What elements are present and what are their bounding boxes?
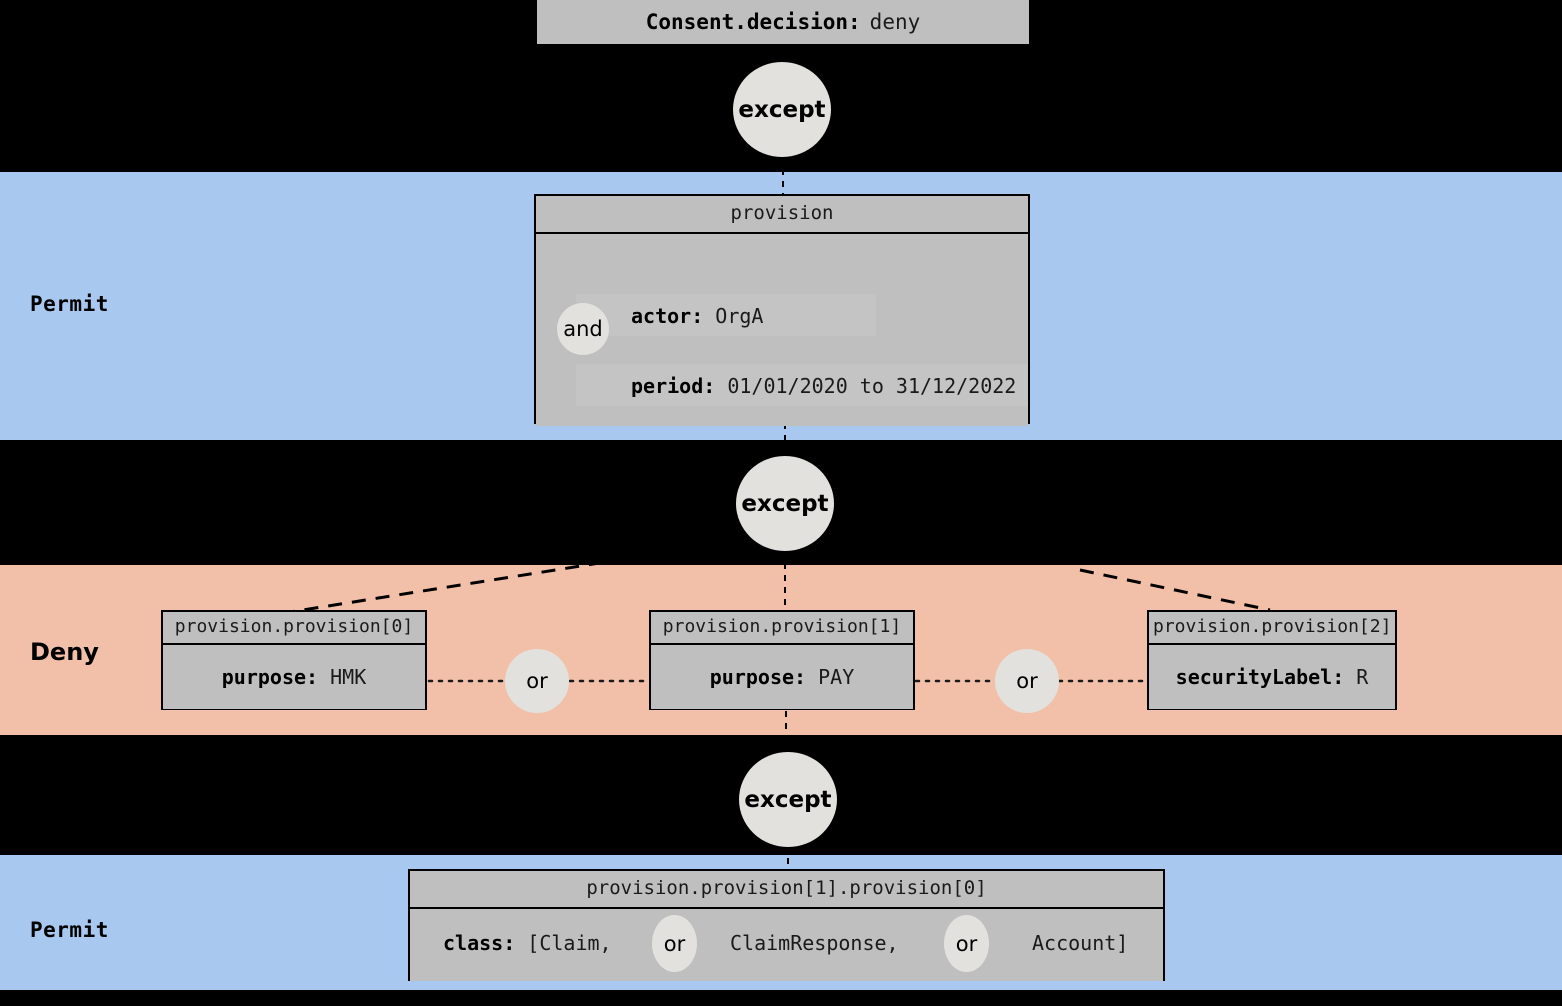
attr-purpose-pay: purpose: PAY [710, 665, 855, 689]
attr-actor-value: OrgA [715, 304, 764, 328]
connector-and[interactable]: and [557, 303, 609, 355]
connector-or-deny-0[interactable]: or [505, 649, 569, 713]
actor-highlight [576, 294, 876, 336]
attr-period: period: 01/01/2020 to 31/12/2022 [631, 374, 1016, 398]
attr-purpose-pay-key: purpose: [709, 665, 807, 689]
band-label-permit-top: Permit [30, 292, 109, 316]
attr-securitylabel-key: securityLabel: [1175, 665, 1345, 689]
attr-purpose-hmk-key: purpose: [221, 665, 319, 689]
node-deny-1-body: purpose: PAY [651, 645, 913, 709]
node-deny-0[interactable]: provision.provision[0] purpose: HMK [161, 610, 427, 710]
connector-except-2[interactable]: except [736, 456, 834, 551]
connector-except-3[interactable]: except [739, 752, 837, 847]
consent-decision-key: Consent.decision: [645, 10, 861, 34]
node-provision[interactable]: provision actor: OrgA period: 01/01/2020… [534, 194, 1030, 426]
node-provision-body: actor: OrgA period: 01/01/2020 to 31/12/… [536, 234, 1028, 426]
node-deny-2-body: securityLabel: R [1149, 645, 1395, 709]
node-deny-2-title: provision.provision[2] [1149, 612, 1395, 645]
connector-or-class-0[interactable]: or [652, 915, 697, 972]
connector-or-class-1[interactable]: or [944, 915, 989, 972]
attr-actor-key: actor: [631, 304, 704, 328]
attr-class-key: class: [443, 931, 516, 955]
attr-purpose-hmk-value: HMK [330, 665, 367, 689]
node-permit-bottom-title: provision.provision[1].provision[0] [410, 871, 1163, 909]
attr-securitylabel-value: R [1356, 665, 1369, 689]
consent-decision-value: deny [869, 10, 921, 34]
attr-class-part-2-wrap: Account] [1032, 931, 1128, 955]
attr-period-key: period: [631, 374, 716, 398]
period-highlight [576, 364, 1028, 406]
node-permit-bottom-body: class: [Claim, ClaimResponse, Account] [410, 909, 1163, 981]
attr-period-value: 01/01/2020 to 31/12/2022 [727, 374, 1017, 398]
attr-class-part-1-wrap: ClaimResponse, [730, 931, 899, 955]
node-deny-1[interactable]: provision.provision[1] purpose: PAY [649, 610, 915, 710]
node-permit-bottom[interactable]: provision.provision[1].provision[0] clas… [408, 869, 1165, 981]
node-deny-0-title: provision.provision[0] [163, 612, 425, 645]
node-deny-0-body: purpose: HMK [163, 645, 425, 709]
attr-actor: actor: OrgA [631, 304, 763, 328]
attr-purpose-pay-value: PAY [818, 665, 855, 689]
node-consent-decision[interactable]: Consent.decision: deny [537, 0, 1029, 44]
connector-except-1[interactable]: except [733, 62, 831, 157]
connector-or-deny-1[interactable]: or [995, 649, 1059, 713]
attr-class-part-0: [Claim, [527, 931, 612, 955]
attr-class-part-2: Account] [1032, 931, 1129, 955]
node-deny-1-title: provision.provision[1] [651, 612, 913, 645]
attr-class-part-1: ClaimResponse, [730, 931, 899, 955]
band-label-deny: Deny [30, 638, 99, 666]
band-label-permit-bottom: Permit [30, 918, 109, 942]
node-provision-title: provision [536, 196, 1028, 234]
attr-class: class: [Claim, [443, 931, 612, 955]
node-deny-2[interactable]: provision.provision[2] securityLabel: R [1147, 610, 1397, 710]
attr-securitylabel: securityLabel: R [1176, 665, 1369, 689]
attr-purpose-hmk: purpose: HMK [222, 665, 367, 689]
